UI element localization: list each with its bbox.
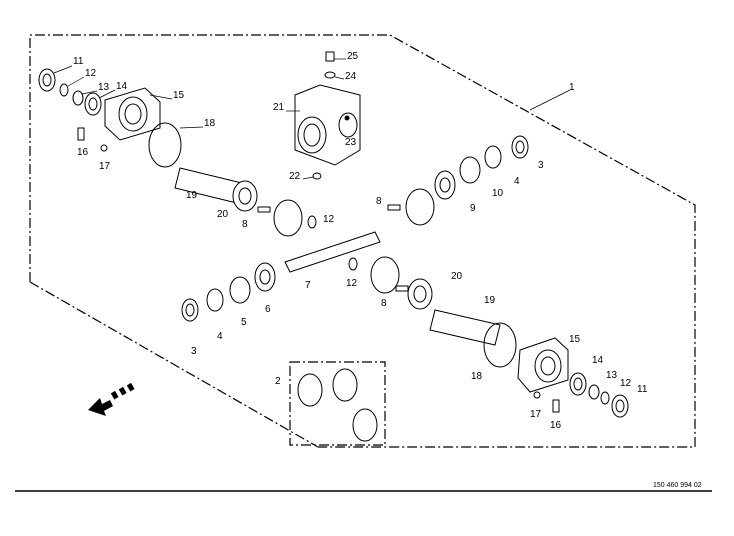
callout-24: 24: [345, 71, 357, 82]
callout-11: 11: [637, 384, 648, 395]
assembly-boundary: [29, 34, 696, 448]
plug-23: [344, 115, 350, 121]
ring-12c: [348, 257, 358, 271]
shaft-7: [284, 231, 381, 273]
o-ring-18: [148, 122, 182, 168]
ring-12: [59, 83, 69, 97]
document-number: 150 460 994 02: [653, 482, 702, 489]
bevel-gear-c: [370, 256, 400, 294]
callout-18: 18: [204, 118, 216, 129]
callout-3: 3: [191, 346, 197, 357]
pin-8c: [395, 285, 409, 292]
ring-5: [229, 276, 251, 304]
callout-1: 1: [569, 82, 575, 93]
callout-22: 22: [289, 171, 301, 182]
callout-17: 17: [530, 409, 542, 420]
callout-14: 14: [116, 81, 128, 92]
callout-20: 20: [451, 271, 463, 282]
callout-12: 12: [620, 378, 632, 389]
screw-16: [77, 127, 85, 141]
callout-5: 5: [241, 317, 247, 328]
callout-15: 15: [569, 334, 581, 345]
direction-arrow-icon: [88, 382, 135, 416]
callout-16: 16: [77, 147, 89, 158]
gear-set-2b: [332, 368, 358, 402]
callout-4: 4: [217, 331, 223, 342]
callout-18: 18: [471, 371, 483, 382]
callout-16: 16: [550, 420, 562, 431]
callout-8: 8: [376, 196, 382, 207]
callout-4: 4: [514, 176, 520, 187]
callout-13: 13: [98, 82, 110, 93]
callout-17: 17: [99, 161, 111, 172]
callout-12: 12: [323, 214, 335, 225]
gear-set-2a: [297, 373, 323, 407]
ring-12d: [600, 391, 610, 405]
callout-15: 15: [173, 90, 185, 101]
bevel-gear-b: [405, 188, 435, 226]
pin-8b: [387, 204, 401, 211]
callout-9: 9: [470, 203, 476, 214]
circlip-4: [484, 145, 502, 169]
callout-20: 20: [217, 209, 229, 220]
ring-12b: [307, 215, 317, 229]
callout-12: 12: [346, 278, 358, 289]
ring-13: [72, 90, 84, 106]
callout-11: 11: [73, 56, 84, 67]
callout-8: 8: [242, 219, 248, 230]
breather-25: [325, 51, 335, 62]
plug-17: [100, 144, 108, 152]
o-ring-18b: [483, 322, 517, 368]
shaft-19b: [429, 309, 501, 346]
plug-17b: [533, 391, 541, 399]
callout-23: 23: [345, 137, 357, 148]
callout-7: 7: [305, 280, 311, 291]
callout-14: 14: [592, 355, 604, 366]
ring-10: [459, 156, 481, 184]
bevel-gear: [273, 199, 303, 237]
callout-21: 21: [273, 102, 285, 113]
callout-2: 2: [275, 376, 281, 387]
callout-12: 12: [85, 68, 97, 79]
kit-box-2: [289, 361, 386, 446]
gear-set-2c: [352, 408, 378, 442]
callout-13: 13: [606, 370, 618, 381]
callout-19: 19: [484, 295, 496, 306]
callout-8: 8: [381, 298, 387, 309]
screw-16b: [552, 399, 560, 413]
seal-24: [324, 71, 336, 79]
circlip-4b: [206, 288, 224, 312]
callout-3: 3: [538, 160, 544, 171]
pin-8: [257, 206, 271, 213]
callout-10: 10: [492, 188, 504, 199]
callout-19: 19: [186, 190, 198, 201]
plug-22: [312, 172, 322, 180]
callout-25: 25: [347, 51, 359, 62]
leader-lines: [53, 58, 571, 180]
ring-13b: [588, 384, 600, 400]
callout-6: 6: [265, 304, 271, 315]
